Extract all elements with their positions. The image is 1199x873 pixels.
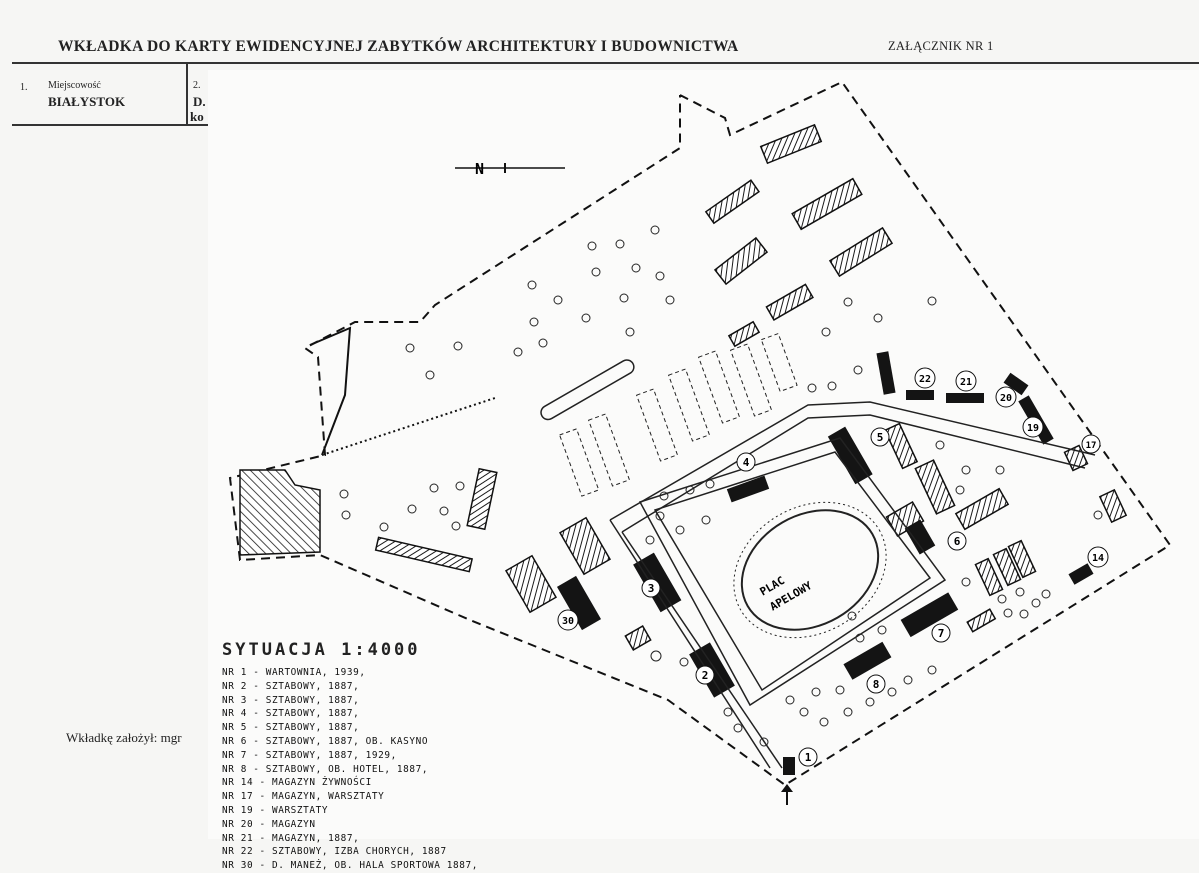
marker-14: 14 (1087, 546, 1109, 568)
marker-20: 20 (995, 386, 1017, 408)
legend-item: NR 3 - SZTABOWY, 1887, (222, 694, 360, 706)
marker-4: 4 (736, 452, 756, 472)
cell1-value: BIAŁYSTOK (48, 94, 126, 109)
legend-item: NR 20 - MAGAZYN (222, 818, 316, 830)
demolished-outlines (558, 332, 798, 497)
legend-item: NR 6 - SZTABOWY, 1887, OB. KASYNO (222, 735, 429, 747)
trees (339, 225, 1103, 747)
header-rule-bottom (12, 124, 212, 126)
marker-19: 19 (1022, 416, 1044, 438)
legend-item: NR 14 - MAGAZYN ŻYWNOŚCI (222, 777, 372, 789)
legend-item: NR 30 - D. MANEŻ, OB. HALA SPORTOWA 1887… (222, 860, 479, 872)
cell1-number: 1. (20, 82, 28, 93)
marker-6-label: 6 (954, 535, 961, 548)
marker-1: 1 (798, 747, 818, 767)
legend-item: NR 8 - SZTABOWY, OB. HOTEL, 1887, (222, 763, 429, 775)
marker-19-label: 19 (1027, 423, 1039, 434)
legend-item: NR 4 - SZTABOWY, 1887, (222, 708, 360, 720)
marker-2-label: 2 (702, 669, 709, 682)
founder-label: Wkładkę założył: (66, 730, 158, 745)
legend-list: NR 1 - WARTOWNIA, 1939, NR 2 - SZTABOWY,… (222, 666, 542, 873)
marker-17: 17 (1081, 434, 1101, 454)
marker-8: 8 (866, 674, 886, 694)
founder-fragment: mgr (160, 730, 182, 745)
annex-label: ZAŁĄCZNIK NR 1 (888, 39, 994, 53)
marker-5: 5 (870, 427, 890, 447)
legend-item: NR 2 - SZTABOWY, 1887, (222, 680, 360, 692)
large-block (239, 469, 321, 556)
site-boundary (228, 80, 1172, 787)
marker-21-label: 21 (960, 377, 972, 388)
marker-6: 6 (947, 531, 967, 551)
legend-item: NR 19 - WARSZTATY (222, 804, 329, 816)
marker-7-label: 7 (938, 627, 945, 640)
marker-4-label: 4 (743, 456, 750, 469)
north-arrow: N (455, 160, 565, 178)
legend-item: NR 7 - SZTABOWY, 1887, 1929, (222, 749, 397, 761)
marker-30: 30 (557, 609, 579, 631)
site-plan-map: N (228, 80, 1172, 805)
marker-20-label: 20 (1000, 393, 1012, 404)
marker-1-label: 1 (805, 751, 812, 764)
roads (609, 401, 1096, 769)
cell2-value-fragment-2: ko (190, 109, 204, 124)
cell1-label: Miejscowość (48, 80, 101, 91)
legend-item: NR 5 - SZTABOWY, 1887, (222, 722, 360, 734)
north-label: N (475, 160, 484, 178)
fortification-line (309, 326, 496, 456)
header-divider (186, 62, 188, 125)
legend: SYTUACJA 1:4000 NR 1 - WARTOWNIA, 1939, … (222, 640, 542, 873)
marker-2: 2 (695, 665, 715, 685)
capsule-building (540, 359, 635, 421)
document-title: WKŁADKA DO KARTY EWIDENCYJNEJ ZABYTKÓW A… (58, 38, 739, 55)
header-rule-top (12, 62, 1199, 64)
legend-item: NR 22 - SZTABOWY, IZBA CHORYCH, 1887 (222, 846, 447, 858)
marker-30-label: 30 (562, 616, 574, 627)
marker-21: 21 (955, 370, 977, 392)
entrance-arrow (781, 784, 793, 805)
site-plan-sheet: N (208, 70, 1199, 839)
cell2-value-fragment: D. (193, 94, 206, 109)
building-number-markers: 1 2 3 4 5 6 7 8 14 17 19 20 21 22 30 (557, 367, 1109, 767)
marker-7: 7 (931, 623, 951, 643)
cell2-number: 2. (193, 80, 201, 91)
marker-3: 3 (641, 578, 661, 598)
marker-22: 22 (914, 367, 936, 389)
marker-14-label: 14 (1092, 553, 1104, 564)
marker-17-label: 17 (1086, 441, 1097, 451)
legend-item: NR 17 - MAGAZYN, WARSZTATY (222, 791, 385, 803)
legend-title: SYTUACJA 1:4000 (222, 640, 421, 660)
marker-5-label: 5 (877, 431, 884, 444)
founder-line: Wkładkę założył: mgr (66, 730, 182, 746)
marker-3-label: 3 (648, 582, 655, 595)
parade-ground: PLAC APELOWY (733, 501, 887, 639)
buildings (374, 123, 1128, 651)
legend-item: NR 21 - MAGAZYN, 1887, (222, 832, 360, 844)
legend-item: NR 1 - WARTOWNIA, 1939, (222, 667, 366, 678)
marker-22-label: 22 (919, 374, 931, 385)
marker-8-label: 8 (873, 678, 880, 691)
